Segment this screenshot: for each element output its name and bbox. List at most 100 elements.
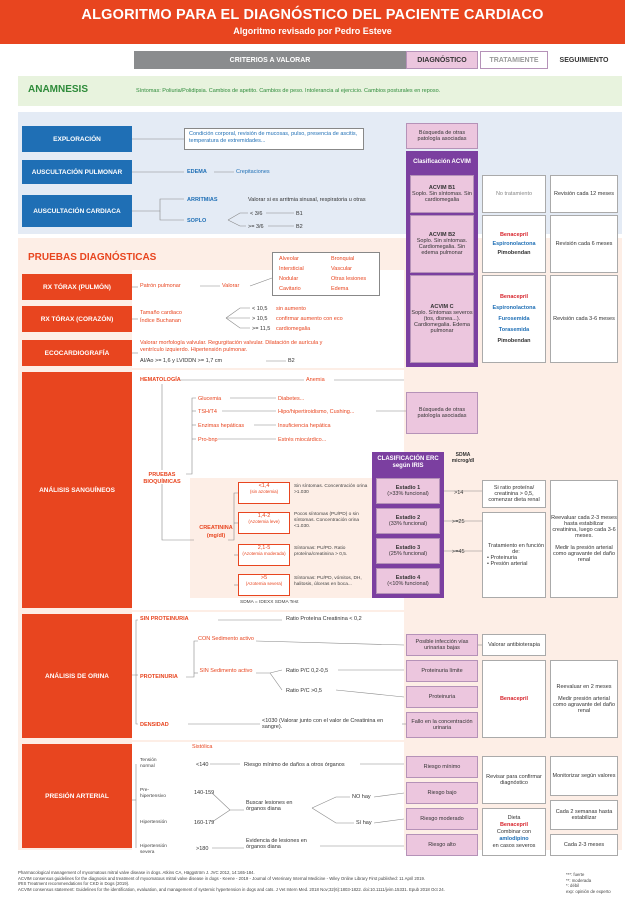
- legend-item: ***: fuerte: [566, 872, 585, 877]
- footnote: IRIS Treatment recommendations for CKD i…: [18, 881, 130, 887]
- drug-label: Pimobendan: [497, 337, 531, 344]
- densidad-text: <1030 (Valorar junto con el valor de Cre…: [262, 718, 384, 730]
- creat-range: <1,4 (sin azotemia): [238, 482, 290, 504]
- pa-val: 140-159: [194, 790, 215, 796]
- acvim-b2-text: Soplo. Sin síntomas. Cardiomegalia. Sin …: [416, 238, 468, 256]
- arritmias-label: ARRITMIAS: [187, 197, 218, 203]
- soplo-grade-2: >= 3/6: [248, 224, 264, 230]
- col-diagnosis: DIAGNÓSTICO: [406, 51, 478, 69]
- crepitaciones-label: Crepitaciones: [236, 169, 270, 175]
- busqueda-box-2: Búsqueda de otras patología asociadas: [406, 392, 478, 434]
- creat-desc: Síntomas: PU/PD, vómitos, DH, halitosis,…: [294, 576, 362, 587]
- ausc-pulmonar-box: AUSCULTACIÓN PULMONAR: [22, 160, 132, 184]
- riesgo-box: Riesgo alto: [406, 834, 478, 856]
- creat-range: 1,4-2 (Azotemia leve): [238, 512, 290, 534]
- creat-sub: (Azotemia moderada): [242, 551, 286, 556]
- tr-presion-dieta: Dieta: [507, 814, 521, 821]
- bioq-item: Glucemia: [198, 396, 222, 402]
- patron-item: Intersticial: [279, 266, 304, 272]
- pressure-panel: [132, 742, 404, 850]
- sdma-value: >14: [454, 490, 464, 496]
- posible-infeccion: Posible infección vías urinarias bajas: [406, 634, 478, 656]
- drug-label: Espironolactona: [492, 240, 536, 247]
- fu-presion-2: Cada 2 semanas hasta estabilizar: [550, 800, 618, 830]
- tr-presion-severe: en casos severos: [492, 842, 536, 849]
- acvim-c-title: ACVIM C: [430, 304, 454, 310]
- acvim-c-text: Soplo. Síntomas severos (tos, disnea...)…: [411, 310, 473, 334]
- rx-corazon-box: RX TÓRAX (CORAZÓN): [22, 306, 132, 332]
- buchanan-r1-text: sin aumento: [276, 306, 306, 312]
- soplo-b1: B1: [296, 211, 303, 217]
- patron-item: Otras lesiones: [331, 276, 367, 282]
- creat-label: CREATININA (mg/dl): [199, 525, 233, 539]
- tr-renal-item: • Proteinuria: [487, 555, 518, 561]
- soplo-label: SOPLO: [187, 218, 207, 224]
- densidad-label: DENSIDAD: [140, 722, 169, 728]
- treat-c: Benacepril Espironolactona Furosemida To…: [482, 275, 546, 363]
- tr-presion-drug: Benacepril: [499, 821, 529, 828]
- tr-renal-diet: Si ratio proteína/ creatinina > 0,5, com…: [482, 480, 546, 508]
- pa-cat: Tensión normal: [140, 758, 157, 769]
- ausc-cardiaca-box: AUSCULTACIÓN CARDIACA: [22, 195, 132, 227]
- fu-orina-2: Medir presión arterial como agravante de…: [552, 696, 616, 714]
- riesgo-min-text: Riesgo mínimo de daños a otros órganos: [244, 762, 345, 768]
- creat-value: 2,1-5: [257, 545, 271, 551]
- bioq-item: Pro-bnp: [198, 437, 218, 443]
- creat-sub: (Azotemia leve): [248, 519, 280, 524]
- anamnesis-text: Síntomas: Poliuria/Polidipsia. Cambios d…: [136, 88, 441, 94]
- fu-presion-1: Monitorizar según valores: [550, 756, 618, 796]
- follow-c: Revisión cada 3-6 meses: [550, 275, 618, 363]
- sdma-value: >=45: [452, 549, 465, 555]
- legend-item: exp: opinión de experto: [566, 888, 611, 894]
- footnotes: Pharmacological management of myxomatous…: [18, 870, 538, 892]
- creat-desc: Síntomas: PU/PD. Ratio proteína/creatini…: [294, 546, 348, 557]
- bioq-result: Diabetes...: [278, 396, 305, 402]
- soplo-b2: B2: [296, 224, 303, 230]
- creat-value: <1,4: [258, 483, 270, 489]
- pa-cat: Hipertensión: [140, 820, 167, 825]
- valorar-label: Valorar: [222, 283, 240, 289]
- tr-presion: Dieta Benacepril Combinar con amlodipino…: [482, 808, 546, 856]
- tr-presion-combine: Combinar con: [496, 828, 532, 835]
- no-hay: NO hay: [352, 794, 371, 800]
- patron-item: Alveolar: [279, 256, 299, 262]
- col-followup: SEGUIMIENTO: [559, 56, 609, 64]
- patron-list: Alveolar Bronquial Intersticial Vascular…: [272, 252, 380, 296]
- creat-desc: Pocos síntomas (PU/PD) o sin síntomas. C…: [294, 512, 360, 529]
- buchanan-r3-text: cardiomegalia: [276, 326, 311, 332]
- fu-orina: Reevaluar en 2 meses Medir presión arter…: [550, 660, 618, 738]
- hemat-label: HEMATOLOGÍA: [140, 377, 181, 383]
- acvim-header: Clasificación ACVIM: [406, 151, 478, 173]
- patron-item: Nodular: [279, 276, 299, 282]
- legend-item: *: débil: [566, 883, 580, 889]
- patron-item: Edema: [331, 286, 349, 292]
- estadio-func: (>33% funcional): [387, 491, 429, 497]
- tamano-label: Tamaño cardiaco: [140, 310, 182, 316]
- proteinuria-limite: Proteinuria límite: [406, 660, 478, 682]
- bioq-result: Hipo/hipertiroidismo, Cushing...: [278, 409, 355, 415]
- anemia-label: Anemia: [306, 377, 325, 383]
- sangre-box: ANÁLISIS SANGUÍNEOS: [22, 372, 132, 608]
- col-criteria: CRITERIOS A VALORAR: [134, 51, 406, 69]
- follow-b1: Revisión cada 12 meses: [550, 175, 618, 213]
- valorar-antibio: Valorar antibioterapia: [482, 634, 546, 656]
- fu-renal-box: Reevaluar cada 2-3 meses hasta estabiliz…: [550, 480, 618, 598]
- arritmias-text: Valorar si es arritmia sinusal, respirat…: [248, 197, 366, 203]
- drug-label: Furosemida: [498, 315, 530, 322]
- estadio-box: Estadio 3 (25% funcional): [376, 538, 440, 564]
- anamnesis-label: ANAMNESIS: [28, 84, 89, 95]
- rpc-2: Ratio P/C >0,5: [286, 688, 322, 694]
- urine-panel: [132, 612, 404, 740]
- bioq-item: TSH/T4: [198, 409, 217, 415]
- riesgo-box: Riesgo moderado: [406, 808, 478, 830]
- ratio-sin: Ratio Proteína Creatinina < 0,2: [286, 616, 362, 622]
- fu-renal-2: Medir la presión arterial como agravante…: [552, 545, 616, 563]
- estadio-title: Estadio 3: [395, 545, 421, 551]
- presion-box: PRESIÓN ARTERIAL: [22, 744, 132, 848]
- acvim-b1-title: ACVIM B1: [428, 185, 456, 191]
- creat-value: >5: [260, 575, 268, 581]
- legend-item: **: moderada: [566, 877, 592, 883]
- acvim-b2-title: ACVIM B2: [428, 232, 456, 238]
- buchanan-r2: > 10,5: [252, 316, 268, 322]
- footnote: ACVIM consensus guidelines for the diagn…: [18, 875, 426, 881]
